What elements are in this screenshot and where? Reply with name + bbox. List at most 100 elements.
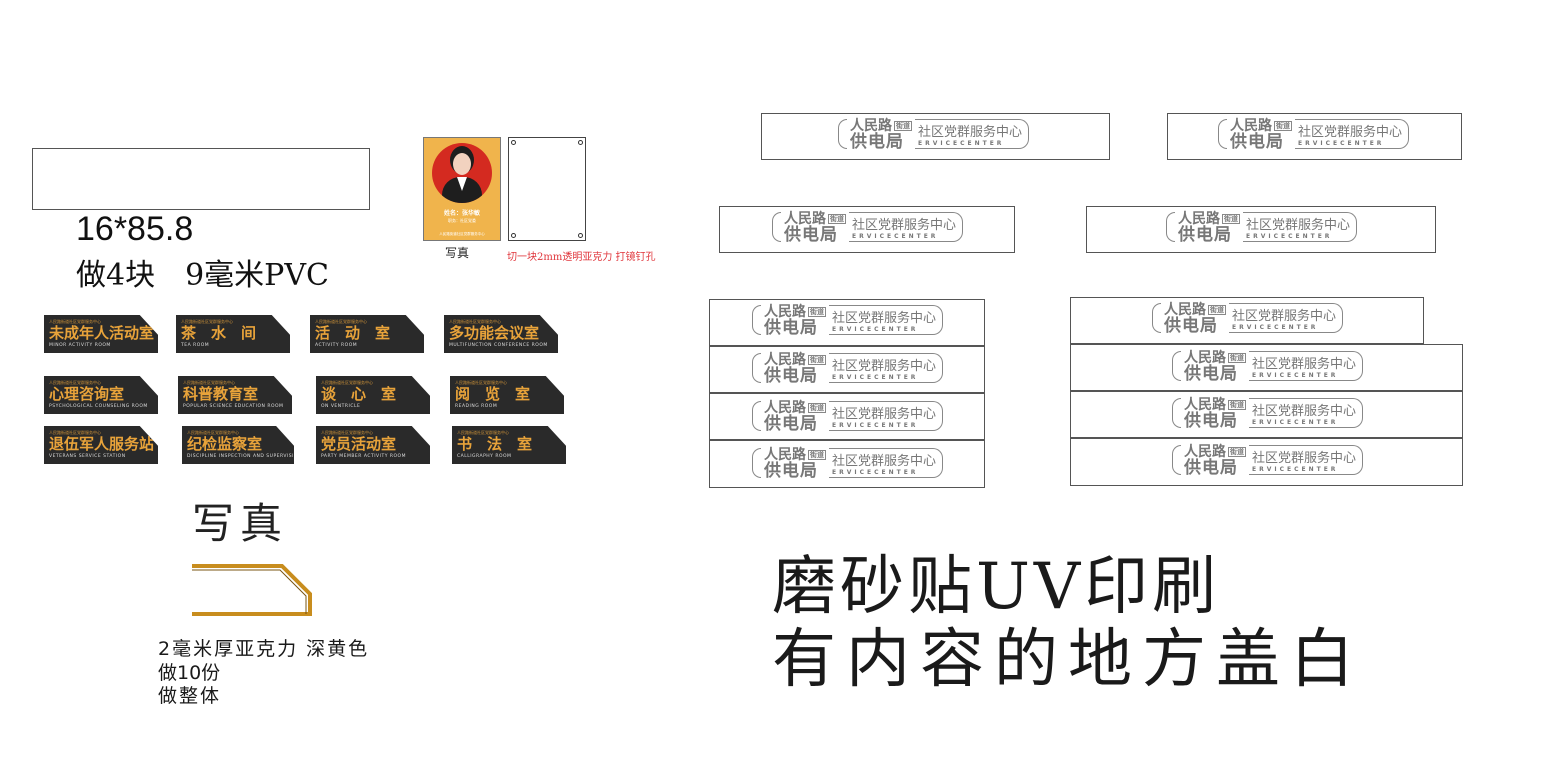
logo-english: ERVICECENTER [1252,466,1339,473]
print-label: 写真 [192,499,289,548]
edge-profile-outer [192,564,312,616]
logo-badge: 街道 [1222,214,1240,224]
logo-english: ERVICECENTER [832,374,919,381]
sign-chinese-label: 心理咨询室 [49,385,125,403]
logo-line1: 人民路 [764,304,806,320]
logo-bracket-shape [1172,445,1181,475]
logo-badge: 街道 [808,355,826,365]
logo-badge: 街道 [808,450,826,460]
logo-line1: 人民路 [764,447,806,463]
logo-line2: 供电局 [764,461,818,481]
logo-sign-outline [761,113,1110,160]
logo-title: 社区党群服务中心 [1252,404,1357,419]
logo-english: ERVICECENTER [852,233,939,240]
sign-english-label: ACTIVITY ROOM [315,343,358,348]
logo-line2: 供电局 [1164,316,1218,336]
logo-title: 社区党群服务中心 [918,125,1023,140]
logo-bracket-shape [1172,398,1181,428]
logo-english: ERVICECENTER [1298,140,1385,147]
logo-line1: 人民路 [764,352,806,368]
logo-title: 社区党群服务中心 [1298,125,1403,140]
sign-english-label: VETERANS SERVICE STATION [49,454,126,459]
panel-dimension-label: 16*85.8 [76,210,194,248]
edge-profile-diagram [192,564,312,616]
screw-hole [578,233,583,238]
logo-line2: 供电局 [1184,364,1238,384]
acrylic-panel-outline [508,137,586,241]
sign-chinese-label: 科普教育室 [183,385,259,403]
portrait-collar [457,177,467,191]
sign-header-tiny: 人民路街道社区党群服务中心 [49,319,101,324]
sign-english-label: POPULAR SCIENCE EDUCATION ROOM [183,404,284,409]
blank-panel-outline [32,148,370,210]
logo-bracket-shape [1218,119,1227,149]
portrait-head [453,153,471,175]
logo-badge: 街道 [808,307,826,317]
logo-english: ERVICECENTER [832,326,919,333]
sign-english-label: MINOR ACTIVITY ROOM [49,343,111,348]
sign-header-tiny: 人民路街道社区党群服务中心 [49,380,101,385]
sign-english-label: CALLIGRAPHY ROOM [457,454,512,459]
logo-line1: 人民路 [850,118,892,134]
logo-sign-outline [709,393,985,440]
logo-line2: 供电局 [1178,225,1232,245]
logo-badge: 街道 [1228,353,1246,363]
logo-badge: 街道 [808,403,826,413]
logo-badge: 街道 [1274,121,1292,131]
logo-line2: 供电局 [764,366,818,386]
logo-title: 社区党群服务中心 [832,454,937,469]
sign-chinese-label: 活 动 室 [315,324,391,342]
logo-english: ERVICECENTER [1232,324,1319,331]
sign-chinese-label: 茶 水 间 [181,324,257,342]
sign-english-label: TEA ROOM [181,343,210,348]
sign-header-tiny: 人民路街道社区党群服务中心 [181,319,233,324]
sign-english-label: PSYCHOLOGICAL COUNSELING ROOM [49,404,148,409]
sign-chinese-label: 书 法 室 [457,435,533,453]
logo-line2: 供电局 [764,318,818,338]
photo-footer-line: 人民路街道社区党群服务中心 [439,232,485,236]
profile-note-line2: 做10份 [158,662,221,684]
logo-line1: 人民路 [1178,211,1220,227]
sign-english-label: PARTY MEMBER ACTIVITY ROOM [321,454,406,459]
sign-chinese-label: 党员活动室 [321,435,397,453]
logo-badge: 街道 [828,214,846,224]
logo-line2: 供电局 [1184,411,1238,431]
sign-chinese-label: 退伍军人服务站 [49,435,155,453]
acrylic-note: 切一块2mm透明亚克力 打镜钉孔 [507,252,656,263]
edge-profile-inner [192,569,307,614]
process-note-line2: 有内容的地方盖白 [772,623,1364,697]
logo-english: ERVICECENTER [918,140,1005,147]
profile-note-line3: 做整体 [158,685,222,707]
logo-english: ERVICECENTER [1252,372,1339,379]
logo-sign-outline [1070,297,1424,344]
screw-hole [511,233,516,238]
logo-english: ERVICECENTER [832,422,919,429]
logo-bracket-shape [1166,212,1175,242]
logo-line1: 人民路 [1184,444,1226,460]
logo-badge: 街道 [1228,400,1246,410]
logo-sign-outline [719,206,1015,253]
sign-header-tiny: 人民路街道社区党群服务中心 [449,319,501,324]
logo-line1: 人民路 [784,211,826,227]
profile-note-line1: 2毫米厚亚克力 深黄色 [158,638,370,660]
logo-bracket-shape [1172,351,1181,381]
sign-header-tiny: 人民路街道社区党群服务中心 [321,380,373,385]
logo-title: 社区党群服务中心 [1246,218,1351,233]
sign-english-label: READING ROOM [455,404,498,409]
logo-sign-outline [1070,438,1463,486]
logo-badge: 街道 [894,121,912,131]
